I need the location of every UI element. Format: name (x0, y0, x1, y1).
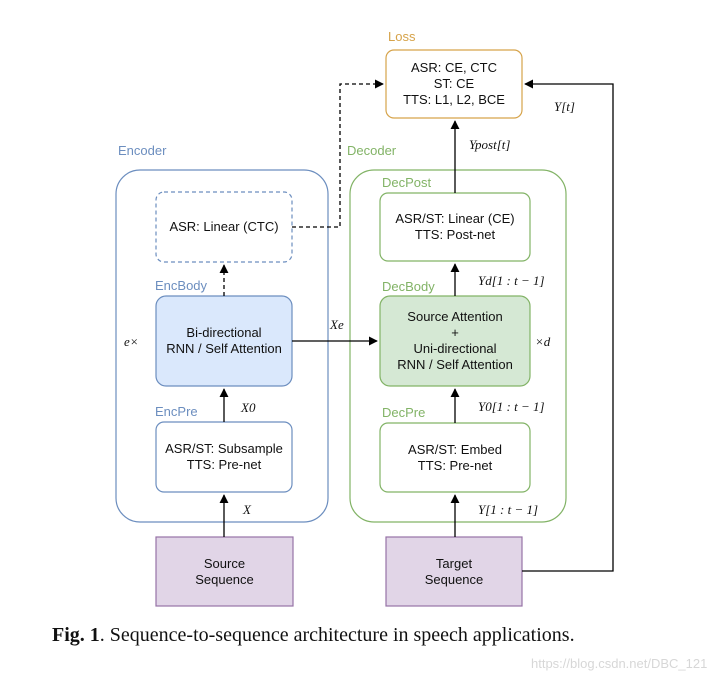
loss-line-3: TTS: L1, L2, BCE (403, 92, 505, 107)
loss-box: ASR: CE, CTC ST: CE TTS: L1, L2, BCE (386, 50, 522, 118)
loss-line-2: ST: CE (433, 76, 475, 91)
decpre-line-1: ASR/ST: Embed (408, 441, 502, 457)
x-label: X (243, 502, 251, 517)
target-line-2: Sequence (424, 571, 484, 587)
encpre-line-2: TTS: Pre-net (186, 457, 262, 472)
arrow-target-to-loss (522, 79, 614, 572)
encbody-box: Bi-directional RNN / Self Attention (156, 296, 292, 386)
encbody-line-1: Bi-directional (186, 325, 262, 340)
encpre-line-1: ASR/ST: Subsample (165, 441, 283, 456)
decbody-box: Source Attention + Uni-directional RNN /… (380, 296, 530, 386)
caption-text: . Sequence-to-sequence architecture in s… (99, 624, 575, 646)
source-line-2: Sequence (195, 571, 254, 587)
watermark-text: https://blog.csdn.net/DBC_121 (531, 656, 708, 671)
x0-label: X0 (241, 400, 256, 415)
decbody-line-2: + (451, 325, 459, 340)
ctc-box: ASR: Linear (CTC) (156, 192, 292, 262)
ctc-line-1: ASR: Linear (CTC) (169, 219, 279, 234)
target-box: Target Sequence (386, 537, 522, 606)
encbody-label: EncBody (155, 278, 208, 293)
yt-label: Y[t] (554, 99, 575, 114)
encpre-box: ASR/ST: Subsample TTS: Pre-net (156, 422, 292, 492)
encoder-repeat-label: e× (124, 334, 139, 349)
source-line-1: Source (203, 555, 246, 571)
decpost-line-2: TTS: Post-net (414, 227, 496, 242)
ypost-label: Ypost[t] (469, 137, 511, 152)
decbody-label: DecBody (382, 279, 435, 294)
caption-figure-number: Fig. 1 (52, 624, 100, 646)
decpre-line-2: TTS: Pre-net (417, 457, 493, 473)
decpre-box: ASR/ST: Embed TTS: Pre-net (380, 423, 530, 492)
encbody-line-2: RNN / Self Attention (166, 341, 282, 356)
source-box-border (155, 536, 294, 607)
decoder-label: Decoder (347, 143, 397, 158)
decpost-line-1: ASR/ST: Linear (CE) (395, 211, 515, 226)
target-box-border (385, 536, 523, 607)
target-line-1: Target (435, 555, 473, 571)
decbody-line-4: RNN / Self Attention (397, 357, 513, 372)
ctc-box-border (155, 191, 293, 263)
xe-label: Xe (330, 317, 344, 332)
decbody-line-1: Source Attention (407, 309, 503, 324)
yd-label: Yd[1 : t − 1] (478, 273, 545, 288)
loss-box-border (385, 49, 523, 119)
decpre-label: DecPre (382, 405, 426, 420)
figure-caption: Fig. 1. Sequence-to-sequence architectur… (52, 624, 575, 647)
decpost-box: ASR/ST: Linear (CE) TTS: Post-net (380, 193, 530, 261)
decpost-label: DecPost (382, 175, 432, 190)
y0-label: Y0[1 : t − 1] (478, 399, 545, 414)
y1t-label: Y[1 : t − 1] (478, 502, 539, 517)
encoder-group (115, 169, 329, 523)
source-box: Source Sequence (156, 537, 293, 606)
loss-line-1: ASR: CE, CTC (411, 60, 497, 75)
encpre-label: EncPre (155, 404, 198, 419)
decoder-group (349, 169, 567, 523)
decbody-line-3: Uni-directional (413, 341, 497, 356)
arrow-ctc-to-loss (292, 79, 384, 228)
decoder-repeat-label: ×d (535, 334, 551, 349)
loss-label: Loss (388, 29, 416, 44)
encoder-label: Encoder (118, 143, 167, 158)
